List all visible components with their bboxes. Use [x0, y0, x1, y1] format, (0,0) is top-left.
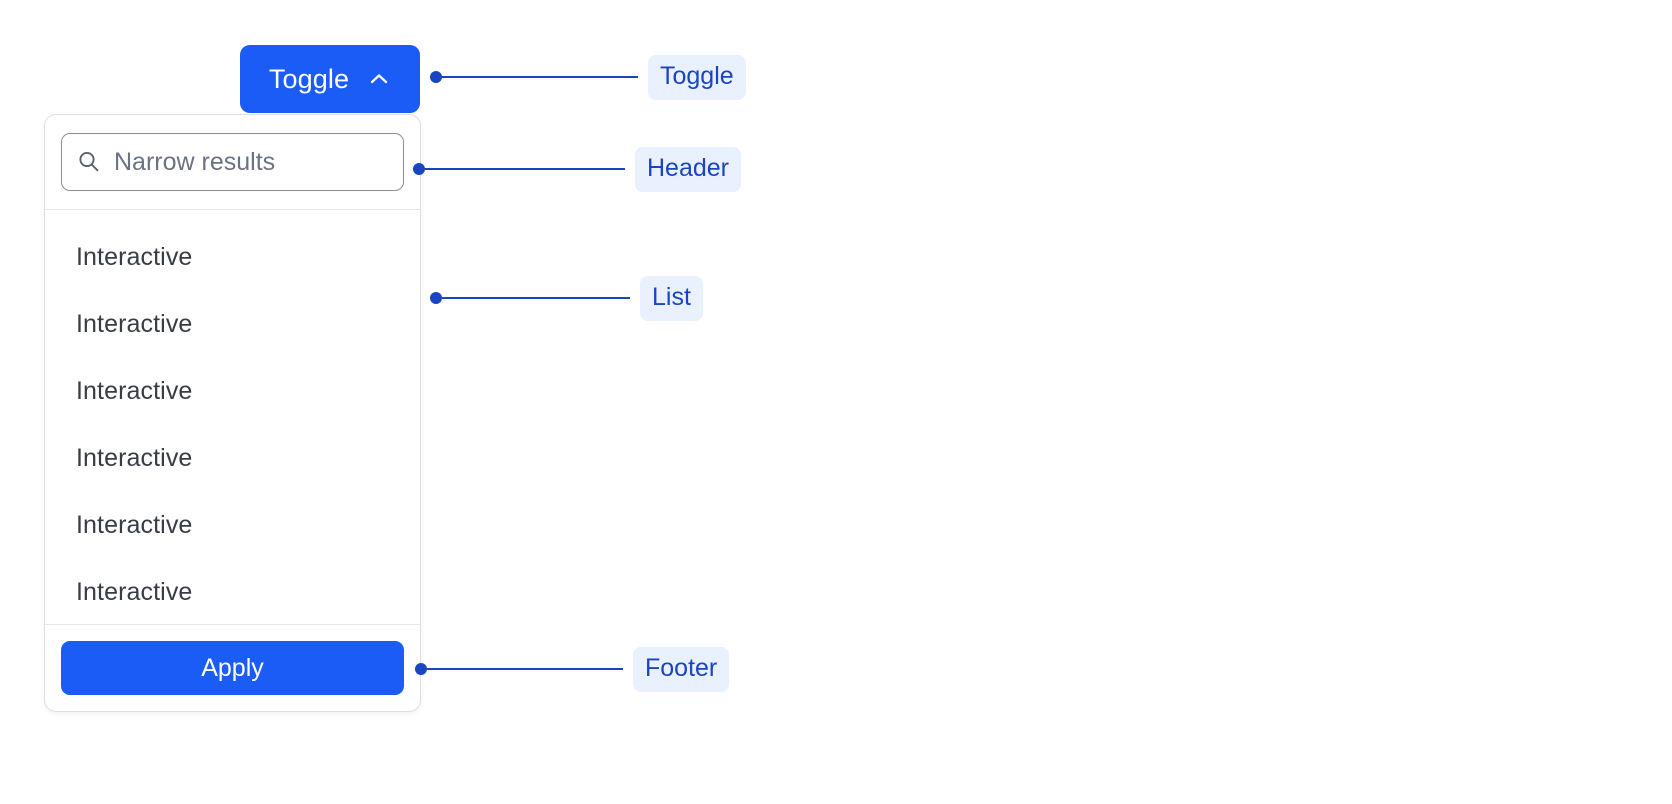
list-item[interactable]: Interactive	[45, 291, 420, 358]
list-item[interactable]: Interactive	[45, 559, 420, 624]
dropdown-footer: Apply	[45, 624, 420, 711]
apply-button[interactable]: Apply	[61, 641, 404, 695]
list-item-label: Interactive	[76, 444, 193, 472]
list-item-label: Interactive	[76, 243, 193, 271]
toggle-button[interactable]: Toggle	[240, 45, 420, 113]
list-item[interactable]: Interactive	[45, 358, 420, 425]
annotation-label-header: Header	[635, 146, 741, 192]
chevron-up-icon	[370, 74, 388, 84]
annotation-label-list: List	[640, 275, 703, 321]
search-icon	[79, 151, 99, 172]
annotation-label-toggle: Toggle	[648, 54, 746, 100]
annotation-dot-icon	[413, 163, 425, 175]
search-input[interactable]	[114, 147, 389, 177]
toggle-button-label: Toggle	[268, 63, 350, 94]
annotation-leader-line	[425, 168, 625, 170]
annotation-footer: Footer	[415, 646, 730, 692]
annotation-toggle: Toggle	[430, 54, 746, 100]
list-item[interactable]: Interactive	[45, 425, 420, 492]
dropdown-panel: Interactive Interactive Interactive Inte…	[44, 114, 421, 712]
annotation-leader-line	[427, 668, 623, 670]
list-item-label: Interactive	[76, 310, 193, 338]
annotation-dot-icon	[430, 71, 442, 83]
list-item[interactable]: Interactive	[45, 492, 420, 559]
list-item[interactable]: Interactive	[45, 224, 420, 291]
annotation-label-footer: Footer	[633, 646, 730, 692]
dropdown-list: Interactive Interactive Interactive Inte…	[45, 210, 420, 624]
search-field[interactable]	[61, 133, 404, 191]
list-item-label: Interactive	[76, 511, 193, 539]
annotation-header: Header	[413, 146, 741, 192]
annotation-leader-line	[442, 297, 630, 299]
annotation-leader-line	[442, 76, 638, 78]
list-item-label: Interactive	[76, 578, 193, 606]
annotation-dot-icon	[430, 292, 442, 304]
dropdown-header	[45, 115, 420, 210]
annotation-list: List	[430, 275, 703, 321]
annotation-dot-icon	[415, 663, 427, 675]
list-item-label: Interactive	[76, 377, 193, 405]
